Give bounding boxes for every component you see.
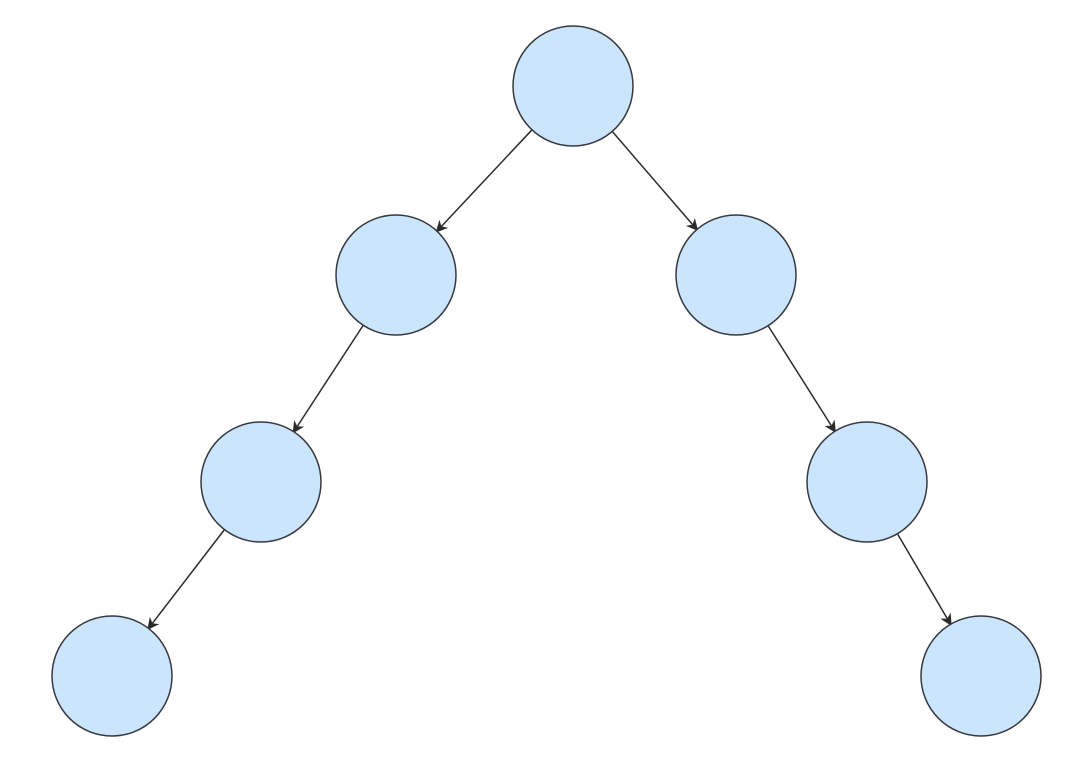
edges-layer: [147, 127, 952, 630]
node-circle: [512, 25, 634, 147]
node-circle: [920, 615, 1042, 737]
tree-node-left-3: [51, 615, 173, 737]
node-circle: [200, 421, 322, 543]
edge-right-2-to-right-3: [895, 531, 952, 626]
tree-node-left-1: [335, 214, 457, 336]
edge-root-to-left-1: [435, 127, 534, 233]
edge-left-1-to-left-2: [292, 323, 365, 434]
node-circle: [335, 214, 457, 336]
tree-node-left-2: [200, 421, 322, 543]
node-circle: [675, 214, 797, 336]
edge-root-to-right-1: [610, 129, 699, 232]
tree-node-right-2: [806, 421, 928, 543]
edge-right-1-to-right-2: [766, 323, 837, 433]
edge-left-2-to-left-3: [147, 527, 227, 630]
tree-node-right-1: [675, 214, 797, 336]
nodes-layer: [51, 25, 1042, 737]
tree-node-right-3: [920, 615, 1042, 737]
tree-node-root: [512, 25, 634, 147]
node-circle: [806, 421, 928, 543]
node-circle: [51, 615, 173, 737]
